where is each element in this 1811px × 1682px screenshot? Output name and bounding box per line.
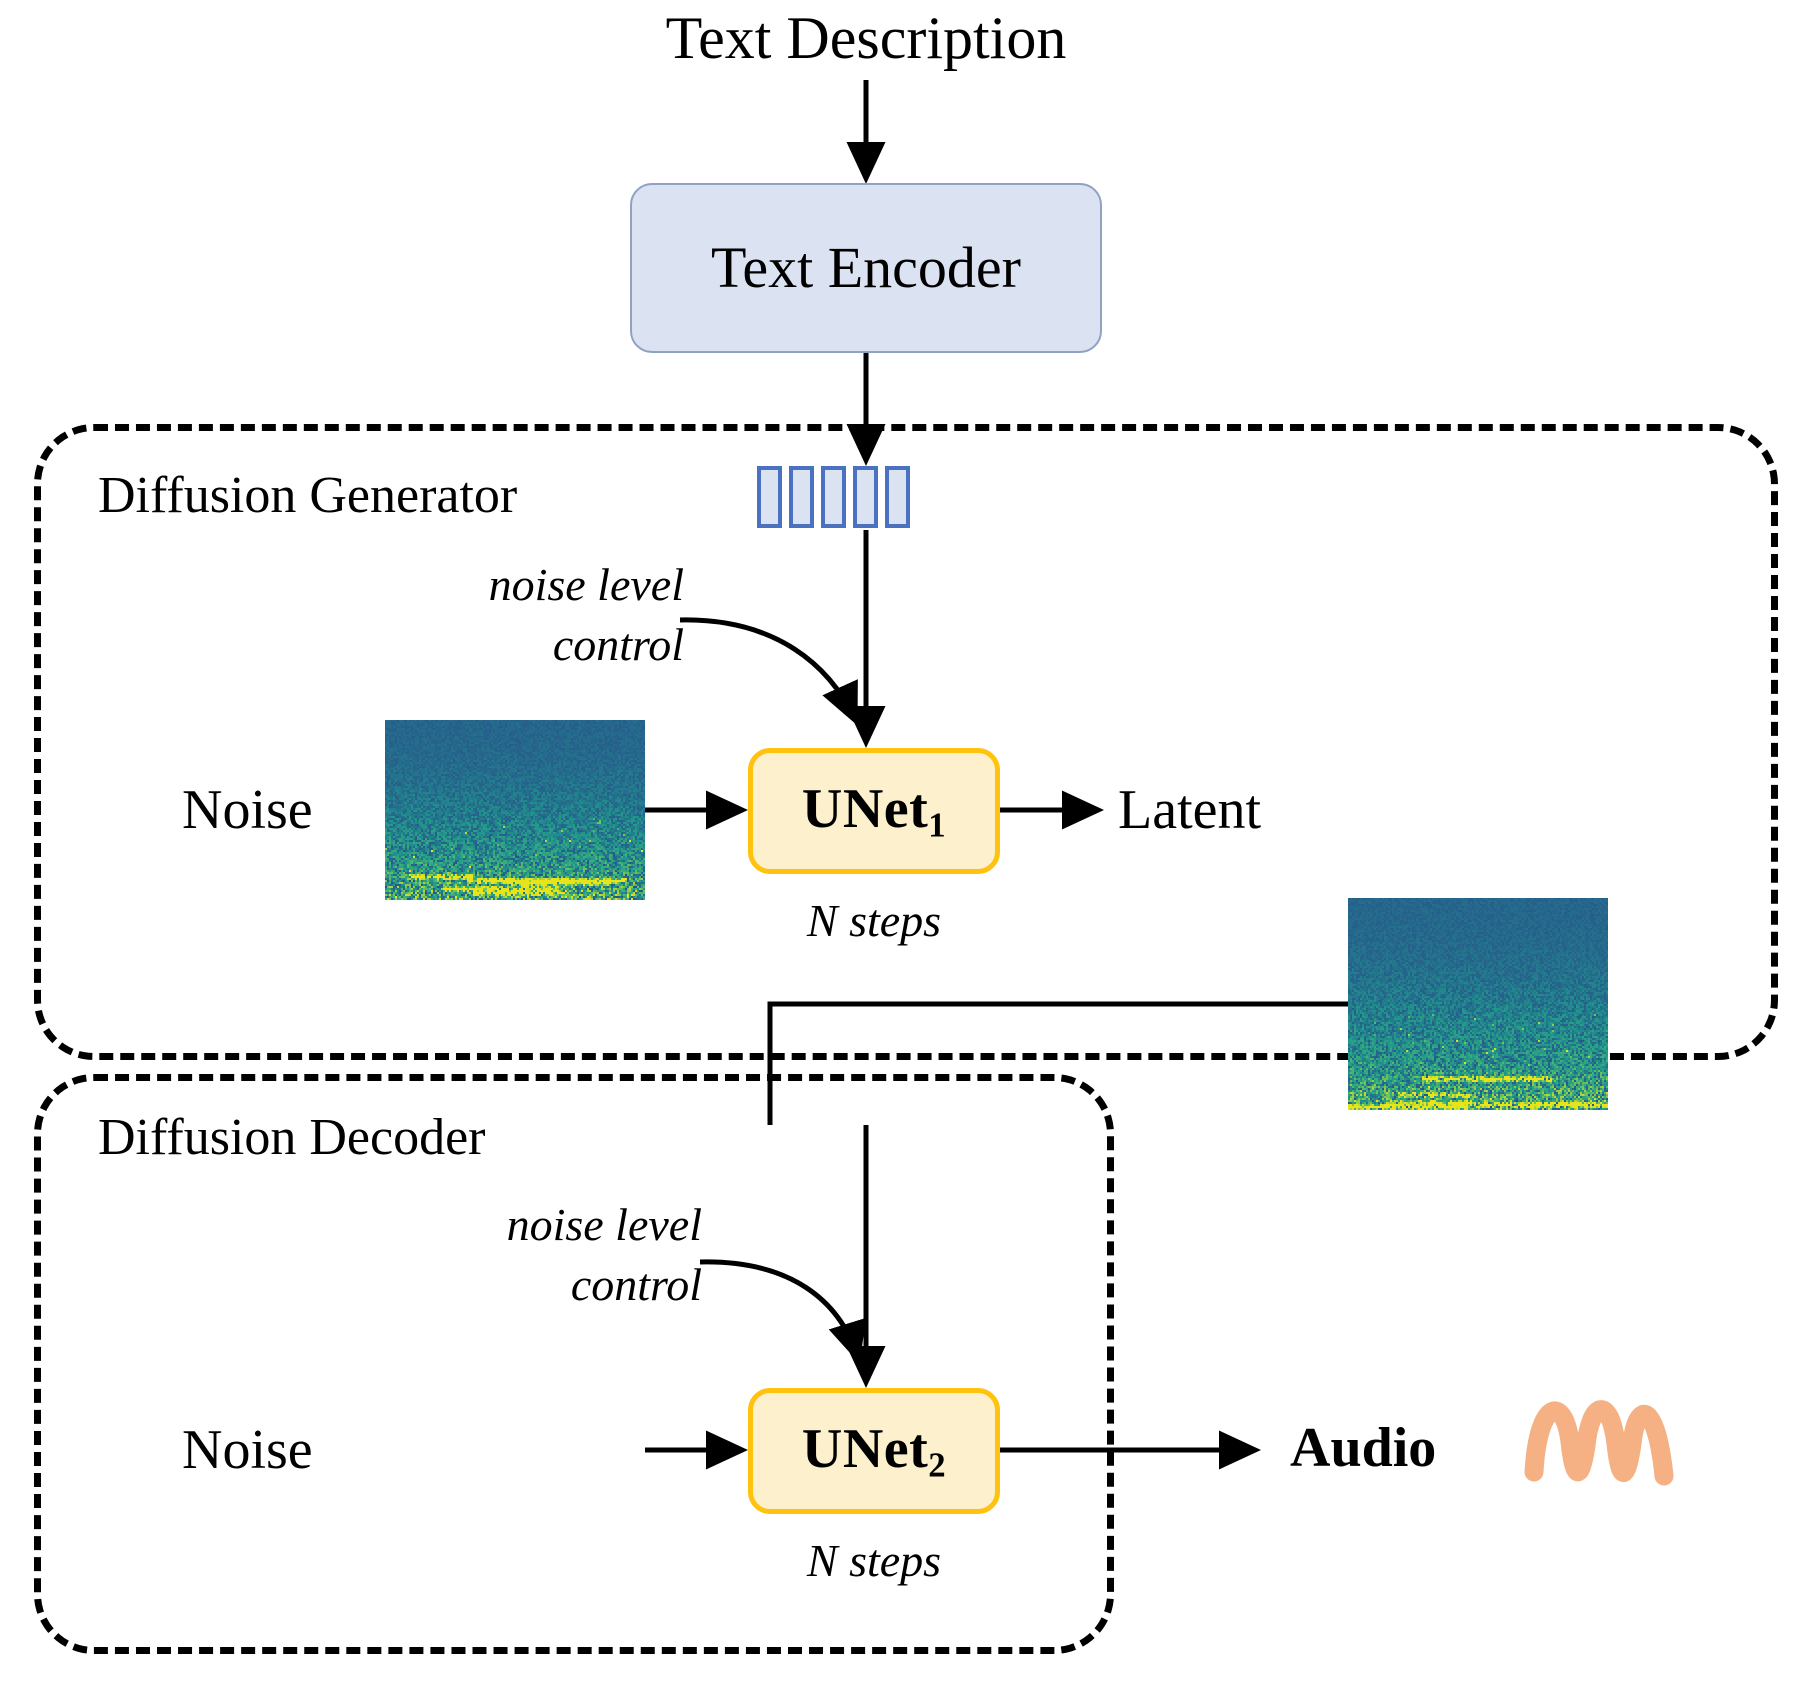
generator-steps-label: N steps	[806, 895, 942, 946]
diffusion-generator-label: Diffusion Generator	[98, 467, 518, 524]
embedding-token	[885, 466, 910, 528]
unet1-label: UNet1	[801, 777, 947, 845]
generator-noise-spectrogram	[385, 720, 645, 900]
latent-spectrogram	[1348, 898, 1608, 1110]
decoder-steps-label: N steps	[806, 1535, 942, 1586]
unet1-box[interactable]: UNet1	[748, 748, 1000, 874]
diffusion-generator-frame	[34, 424, 1778, 1060]
embedding-token	[789, 466, 814, 528]
embedding-token	[821, 466, 846, 528]
generator-noise-control-line2: control	[552, 619, 684, 670]
audio-waveform-icon	[1524, 1400, 1674, 1486]
decoder-noise-control-line2: control	[570, 1259, 702, 1310]
diffusion-decoder-label: Diffusion Decoder	[98, 1109, 486, 1166]
input-text-description: Text Description	[665, 5, 1067, 71]
text-embedding-tokens	[757, 466, 910, 528]
diffusion-decoder-frame	[34, 1074, 1114, 1654]
embedding-token	[757, 466, 782, 528]
latent-label: Latent	[1118, 779, 1262, 841]
generator-noise-control-line1: noise level	[488, 559, 684, 610]
text-encoder-box[interactable]: Text Encoder	[630, 183, 1102, 353]
unet2-label: UNet2	[801, 1417, 947, 1485]
decoder-noise-control-line1: noise level	[506, 1199, 702, 1250]
audio-output-label: Audio	[1290, 1417, 1437, 1479]
generator-noise-label: Noise	[182, 779, 313, 841]
embedding-token	[853, 466, 878, 528]
unet2-box[interactable]: UNet2	[748, 1388, 1000, 1514]
decoder-noise-label: Noise	[182, 1419, 313, 1481]
